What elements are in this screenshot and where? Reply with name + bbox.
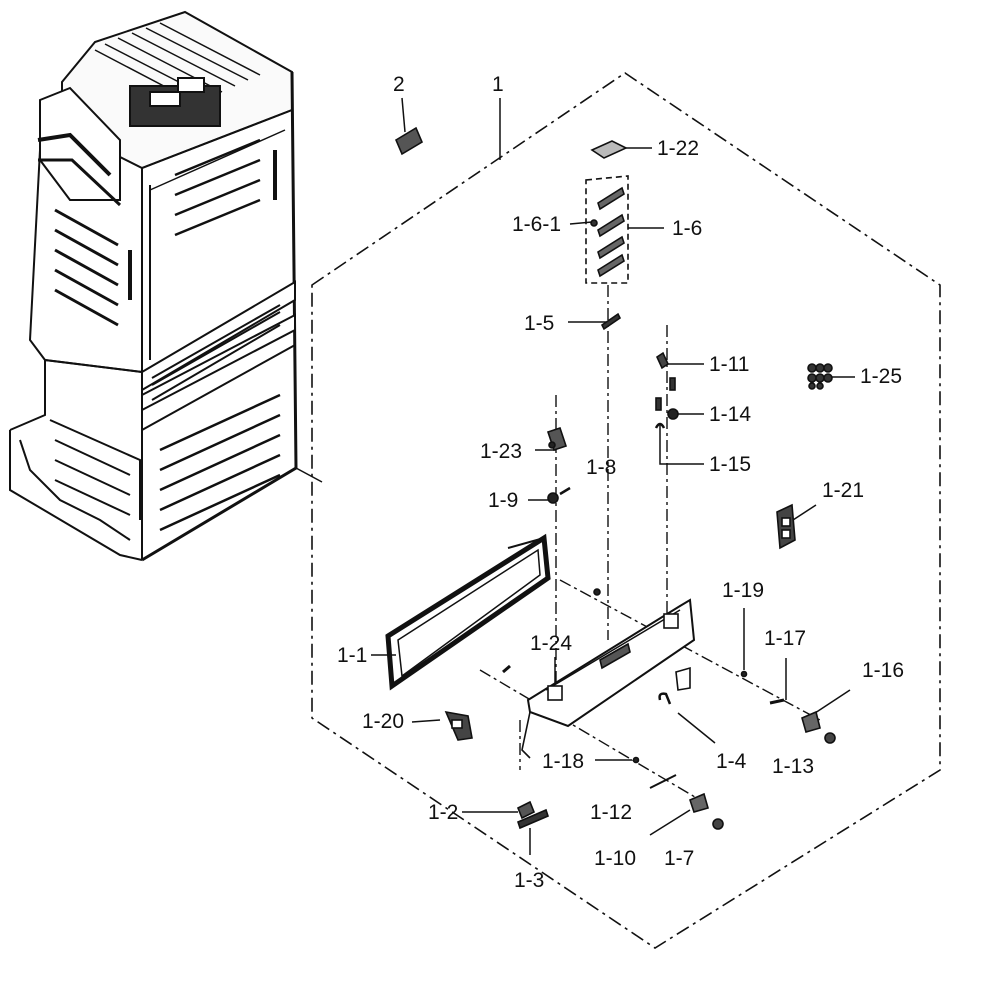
part-1-15-spring <box>654 422 666 429</box>
label-part-1-11: 1-11 <box>709 353 750 376</box>
part-1-14-roller <box>667 408 679 420</box>
label-part-1-9: 1-9 <box>488 489 519 512</box>
label-part-1-24: 1-24 <box>530 632 573 655</box>
assembly-boundary-outline <box>311 72 941 949</box>
part-1-5-rod <box>600 312 622 331</box>
part-1-22-cover <box>590 140 628 159</box>
label-part-1-10: 1-10 <box>594 847 637 870</box>
label-part-1-8: 1-8 <box>586 456 617 479</box>
part-1-16-bracket <box>801 710 821 733</box>
parts <box>385 126 836 830</box>
label-part-1-6-1: 1-6-1 <box>512 213 562 236</box>
label-part-1-14: 1-14 <box>709 403 752 426</box>
label-part-1-20: 1-20 <box>362 710 405 733</box>
label-part-1-21: 1-21 <box>822 479 865 502</box>
part-1-6-1-screw <box>590 219 598 227</box>
label-part-1-25: 1-25 <box>860 365 903 388</box>
label-part-1-4: 1-4 <box>716 750 747 773</box>
part-1-7-roller <box>712 818 724 830</box>
label-part-1-13: 1-13 <box>772 755 815 778</box>
part-1-4-wire <box>658 692 672 705</box>
part-1-1-drawer-gasket <box>385 533 551 691</box>
refrigerator-cabinet-drawing <box>9 10 323 562</box>
label-part-1-18: 1-18 <box>542 750 585 773</box>
part-1-2-clip <box>516 800 536 820</box>
part-2-bracket <box>394 126 424 156</box>
label-part-1-7: 1-7 <box>664 847 695 870</box>
part-1-17-rod <box>769 698 785 705</box>
part-1-11-clip <box>655 351 670 370</box>
label-part-1-23: 1-23 <box>480 440 523 463</box>
label-part-1-6: 1-6 <box>672 217 703 240</box>
label-part-1-16: 1-16 <box>862 659 905 682</box>
label-part-1-1: 1-1 <box>337 644 368 667</box>
label-part-1-5: 1-5 <box>524 312 555 335</box>
label-part-1-12: 1-12 <box>590 801 633 824</box>
label-part-1-17: 1-17 <box>764 627 807 650</box>
label-part-1: 1 <box>492 73 504 96</box>
label-part-2: 2 <box>393 73 405 96</box>
label-part-1-22: 1-22 <box>657 137 700 160</box>
part-1-10-bracket <box>689 792 709 813</box>
part-1-9-roller <box>547 492 559 504</box>
part-1-3-rail <box>517 808 549 830</box>
leader-lines <box>371 97 855 855</box>
label-part-1-19: 1-19 <box>722 579 765 602</box>
part-1-13-roller <box>824 732 836 744</box>
part-1-12-rod <box>649 774 677 789</box>
part-1-6-rails <box>597 186 625 278</box>
part-1-19-pin <box>740 670 748 678</box>
label-part-1-2: 1-2 <box>428 801 459 824</box>
label-part-1-15: 1-15 <box>709 453 752 476</box>
label-part-1-3: 1-3 <box>514 869 545 892</box>
part-1-18-screw <box>632 756 640 764</box>
part-1-25-screws <box>807 363 833 390</box>
